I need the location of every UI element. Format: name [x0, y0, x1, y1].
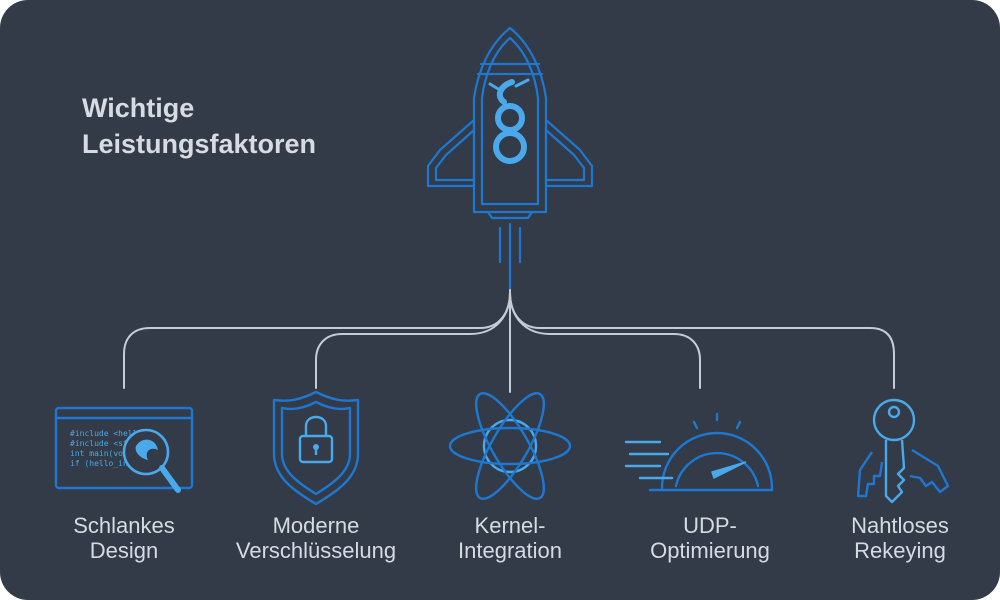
code-line-1: #include <hello.n — [70, 429, 152, 438]
title-line-2: Leistungsfaktoren — [82, 129, 317, 159]
code-magnifier-icon: #include <hello.n #include <strin int ma… — [54, 406, 194, 493]
feature-label-line-2: Integration — [458, 538, 562, 563]
feature-label-line-1: Nahtloses — [851, 513, 949, 538]
feature-label-line-1: UDP- — [683, 513, 737, 538]
code-line-2: #include <strin — [70, 439, 142, 448]
connector-lines — [123, 289, 895, 393]
shield-lock-icon — [272, 390, 360, 506]
feature-label-line-2: Rekeying — [854, 538, 946, 563]
page-title: Wichtige Leistungsfaktoren — [82, 90, 402, 162]
feature-label-moderne-verschluesselung: Moderne Verschlüsselung — [206, 513, 426, 563]
feature-label-udp-optimierung: UDP- Optimierung — [600, 513, 820, 563]
atom-icon — [448, 392, 572, 500]
feature-label-kernel-integration: Kernel- Integration — [400, 513, 620, 563]
feature-label-nahtloses-rekeying: Nahtloses Rekeying — [790, 513, 1000, 563]
code-line-4: if (hello_init() — [70, 459, 147, 468]
code-line-3: int main(void) — [70, 449, 137, 458]
rocket-icon — [426, 26, 594, 292]
feature-label-line-1: Kernel- — [474, 513, 546, 538]
feature-label-line-2: Verschlüsselung — [235, 538, 397, 563]
keys-icon — [856, 398, 950, 504]
speedometer-icon — [624, 412, 774, 492]
feature-label-line-2: Optimierung — [650, 538, 770, 563]
title-line-1: Wichtige — [82, 93, 195, 123]
dragon-logo-icon — [488, 78, 530, 164]
feature-label-line-1: Moderne — [272, 513, 360, 538]
feature-label-schlankes-design: Schlankes Design — [14, 513, 234, 563]
feature-label-line-1: Schlankes — [73, 513, 175, 538]
feature-label-line-2: Design — [89, 538, 159, 563]
